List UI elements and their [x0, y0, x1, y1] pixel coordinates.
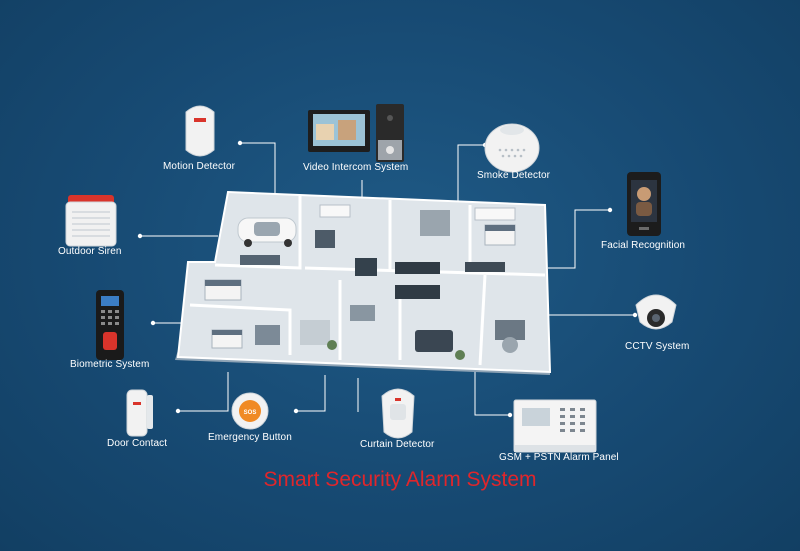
label-door-contact: Door Contact: [107, 438, 168, 449]
smoke-detector-icon: [484, 123, 540, 173]
dot-siren: [137, 233, 143, 239]
door-contact-icon: [126, 389, 153, 437]
dot-motion: [237, 140, 243, 146]
facial-recognition-icon: [627, 172, 661, 236]
house-outline: [176, 190, 552, 374]
video-intercom-icon: [308, 104, 404, 162]
alarm-panel-icon: [513, 399, 597, 453]
page-title: Smart Security Alarm System: [263, 468, 537, 491]
label-smoke-detector: Smoke Detector: [477, 170, 551, 181]
dot-cctv: [632, 312, 638, 318]
garage-car: [237, 217, 297, 247]
label-curtain-detector: Curtain Detector: [360, 439, 435, 450]
label-facial-recognition: Facial Recognition: [601, 240, 686, 251]
house-floorplan: [175, 190, 552, 375]
dot-biometric: [150, 320, 156, 326]
connector-motion: [240, 142, 305, 196]
motion-detector-icon: [185, 105, 215, 157]
connector-facial: [548, 209, 610, 269]
dot-facial: [607, 207, 613, 213]
dot-panel: [507, 412, 513, 418]
connector-smoke: [457, 144, 485, 210]
label-cctv-system: CCTV System: [625, 341, 690, 352]
connector-lines: [140, 142, 635, 416]
connector-panel: [474, 370, 510, 416]
label-alarm-panel: GSM + PSTN Alarm Panel: [499, 452, 619, 463]
label-outdoor-siren: Outdoor Siren: [58, 246, 122, 257]
connector-emergency: [296, 375, 326, 412]
room-furniture: [204, 204, 525, 360]
label-biometric-system: Biometric System: [70, 359, 150, 370]
emergency-button-icon: SOS: [231, 392, 269, 430]
dot-emergency: [293, 408, 299, 414]
curtain-detector-icon: [381, 388, 415, 439]
connector-door: [178, 372, 229, 412]
label-motion-detector: Motion Detector: [163, 161, 236, 172]
dot-door: [175, 408, 181, 414]
label-video-intercom: Video Intercom System: [303, 162, 409, 173]
biometric-reader-icon: [96, 290, 124, 360]
outdoor-siren-icon: [65, 195, 117, 247]
label-emergency-button: Emergency Button: [208, 432, 292, 443]
cctv-camera-icon: [635, 294, 677, 330]
sos-label: SOS: [244, 410, 257, 416]
